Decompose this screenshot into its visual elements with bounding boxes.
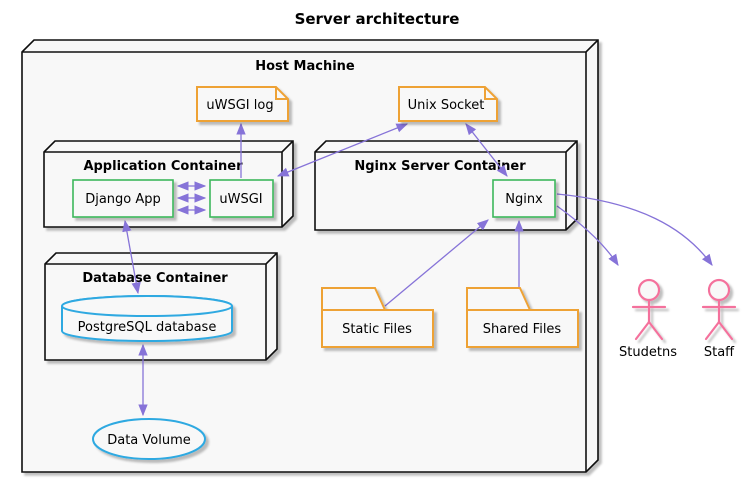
edge-nginx-students [556, 205, 619, 266]
actor-staff: Staff [701, 278, 737, 360]
node-uwsgi-log: uWSGI log [196, 86, 289, 122]
node-uwsgi: uWSGI [209, 179, 274, 218]
edge-django-postgres [122, 219, 141, 295]
uwsgi-log-label: uWSGI log [206, 98, 273, 113]
actor-students: Studetns [619, 278, 677, 360]
edge-unixsocket-nginx [465, 123, 508, 177]
database-container-label: Database Container [82, 271, 228, 286]
application-container-label: Application Container [83, 159, 243, 174]
diagram-title: Server architecture [295, 10, 460, 28]
node-django-app: Django App [72, 179, 174, 218]
staff-label: Staff [704, 345, 735, 360]
edges [122, 122, 713, 417]
edge-nginx-staff [556, 193, 713, 266]
unix-socket-label: Unix Socket [408, 98, 485, 113]
data-volume-label: Data Volume [107, 433, 191, 448]
node-data-volume: Data Volume [92, 418, 206, 460]
nginx-label: Nginx [505, 192, 543, 207]
shared-files-label: Shared Files [483, 322, 562, 337]
node-postgresql-database: PostgreSQL database [61, 295, 233, 342]
node-shared-files: Shared Files [466, 287, 579, 348]
uwsgi-label: uWSGI [219, 192, 262, 207]
edge-uwsgi-unixsocket [276, 123, 409, 177]
node-unix-socket: Unix Socket [398, 86, 498, 122]
students-label: Studetns [619, 345, 677, 360]
node-static-files: Static Files [321, 287, 434, 348]
django-app-label: Django App [85, 192, 161, 207]
host-machine-label: Host Machine [255, 59, 355, 74]
nginx-server-container-label: Nginx Server Container [354, 159, 526, 174]
edge-staticfiles-nginx [384, 219, 489, 307]
static-files-label: Static Files [342, 322, 412, 337]
node-nginx: Nginx [492, 179, 556, 218]
postgresql-database-label: PostgreSQL database [78, 320, 217, 335]
